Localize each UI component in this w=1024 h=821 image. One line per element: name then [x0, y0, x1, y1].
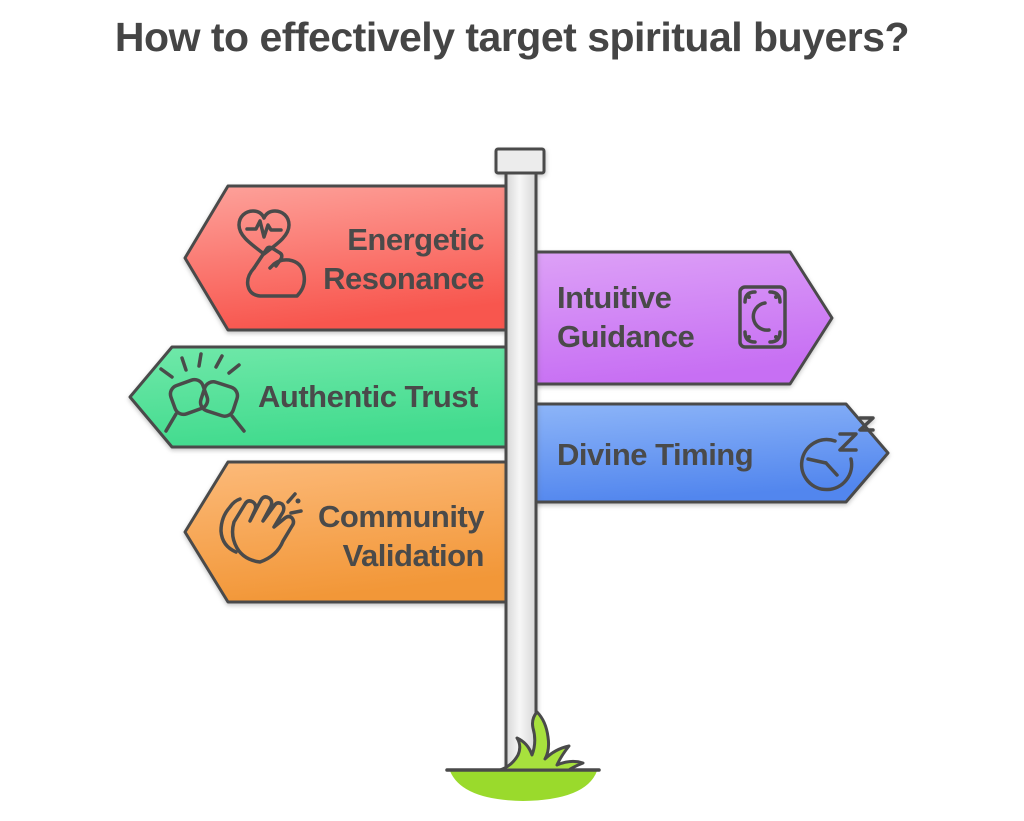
- tarot-card-moon-icon: [738, 285, 787, 349]
- sign-divine-timing: Divine Timing: [534, 402, 890, 504]
- sign-label-line: Validation: [343, 538, 484, 573]
- snooze-clock-icon: [799, 416, 875, 492]
- pole-shaft: [504, 158, 538, 774]
- signpost-pole: [494, 147, 546, 774]
- sign-label-line: Energetic: [347, 222, 484, 257]
- page-title: How to effectively target spiritual buye…: [114, 14, 910, 60]
- sign-intuitive-guidance: Intuitive Guidance: [534, 250, 834, 386]
- sign-label-line: Intuitive: [557, 280, 672, 315]
- grass-mound: [450, 771, 597, 801]
- sign-energetic-resonance: Energetic Resonance: [183, 184, 510, 332]
- grass: [445, 710, 601, 801]
- sign-label-line: Community: [318, 499, 485, 534]
- sign-authentic-trust-shape: [128, 345, 512, 449]
- fist-bump-icon: [159, 352, 246, 433]
- clapping-hands-icon: [219, 492, 303, 564]
- heart-pulse-bicep-icon: [237, 209, 307, 298]
- pole-cap: [494, 147, 546, 175]
- sign-label-line: Resonance: [323, 261, 484, 296]
- sign-label-line: Authentic Trust: [258, 379, 478, 414]
- sign-label-line: Divine Timing: [557, 437, 753, 472]
- grass-tuft: [498, 710, 585, 772]
- sign-community-validation: Community Validation: [183, 460, 512, 604]
- sign-label-line: Guidance: [557, 319, 695, 354]
- sign-energetic-resonance-shape: [183, 184, 510, 332]
- sign-authentic-trust: Authentic Trust: [128, 345, 512, 449]
- sign-intuitive-guidance-shape: [534, 250, 834, 386]
